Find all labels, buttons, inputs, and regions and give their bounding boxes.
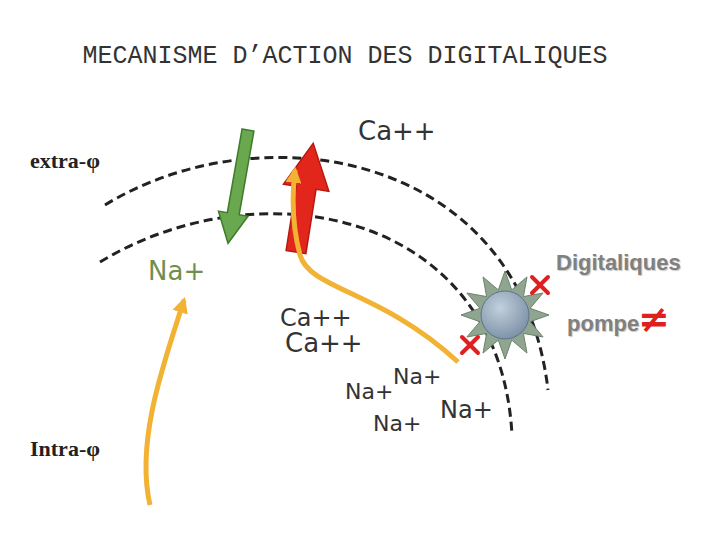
compartment-label: extra-φ bbox=[30, 150, 100, 172]
drug-label: Digitaliques bbox=[556, 252, 681, 274]
pump-spikes bbox=[461, 271, 549, 359]
block-cross bbox=[462, 277, 548, 353]
membrane-outer bbox=[105, 157, 548, 390]
ion-label: Na+ bbox=[345, 381, 393, 403]
exchange-arrow bbox=[146, 300, 184, 505]
pump-label: pompe bbox=[567, 313, 639, 335]
inhibition-sign: ≠ bbox=[638, 300, 670, 338]
sodium-influx-arrow bbox=[213, 127, 263, 245]
ion-label: Ca++ bbox=[280, 306, 352, 330]
pump-body bbox=[481, 291, 529, 339]
ion-label: Ca++ bbox=[285, 330, 363, 356]
compartment-label: Intra-φ bbox=[30, 438, 100, 460]
calcium-efflux-arrow bbox=[273, 140, 336, 256]
ion-label: Na+ bbox=[440, 398, 493, 422]
ion-label: Na+ bbox=[393, 366, 441, 388]
ion-label: Na+ bbox=[148, 258, 205, 284]
diagram-title: MECANISME D’ACTION DES DIGITALIQUES bbox=[0, 44, 690, 69]
ion-label: Na+ bbox=[373, 413, 421, 435]
ion-label: Ca++ bbox=[358, 118, 436, 144]
